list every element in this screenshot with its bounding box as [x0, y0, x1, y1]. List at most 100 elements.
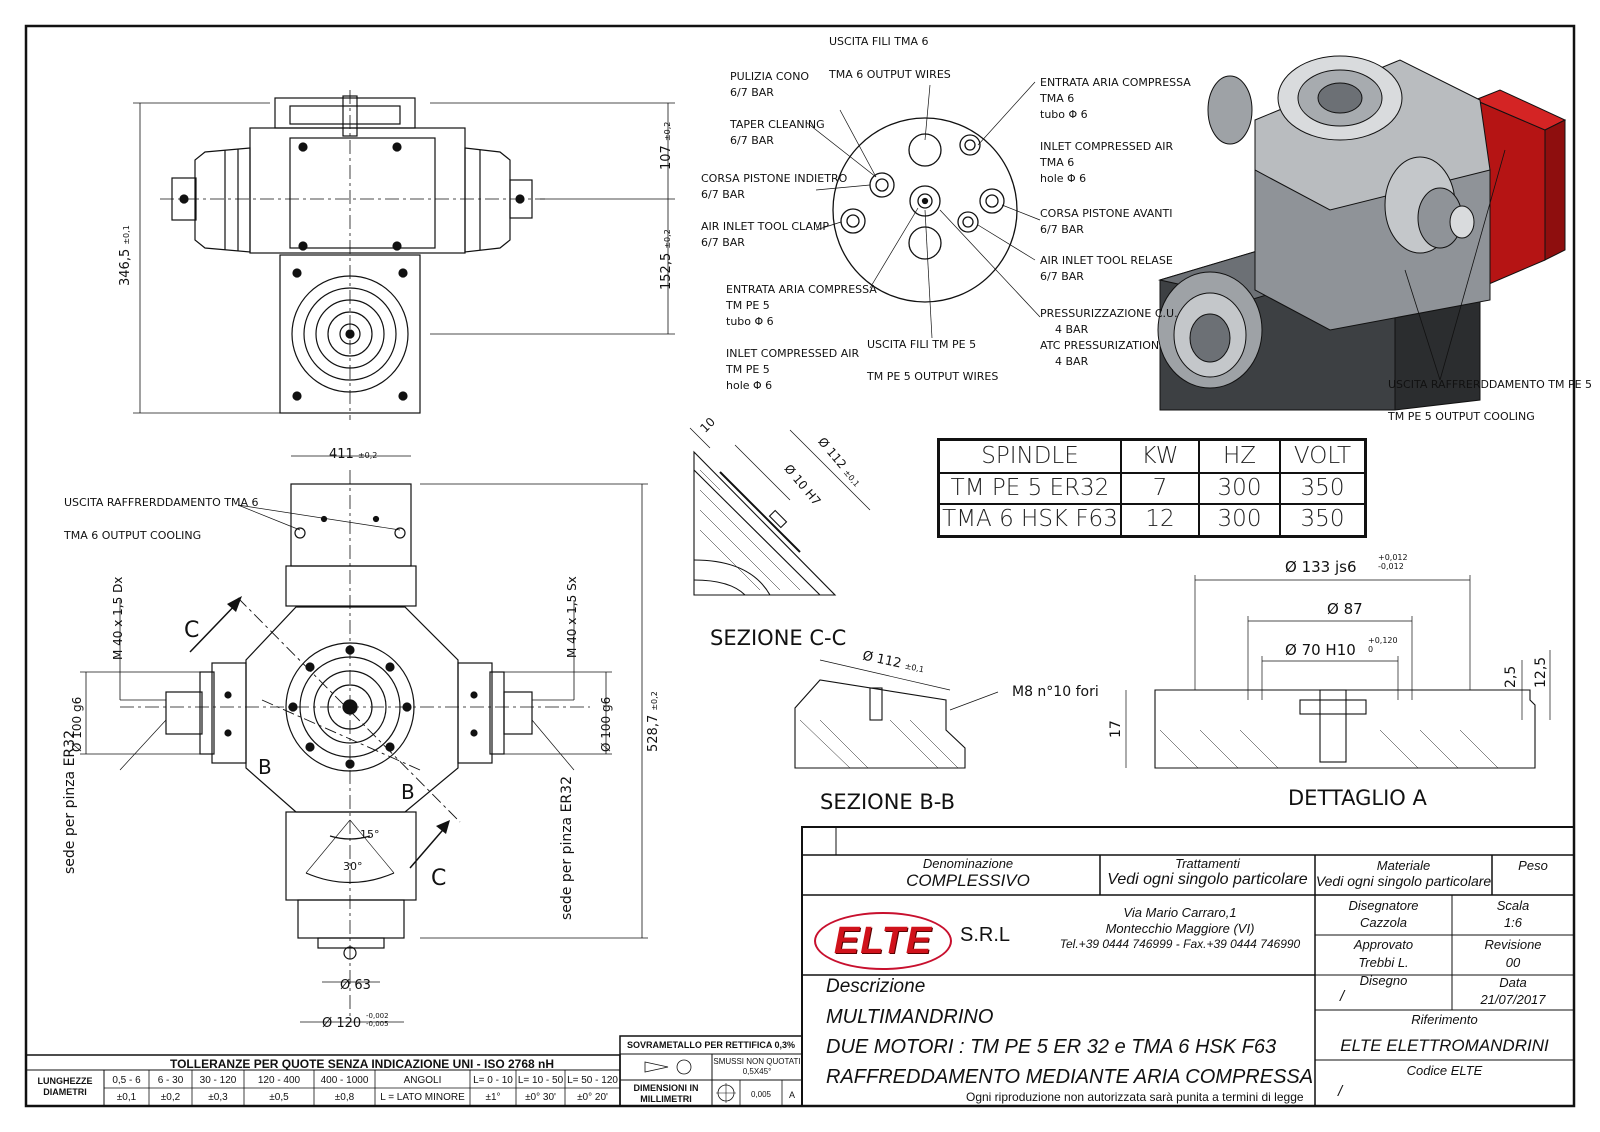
label-uscita-raffr-tmpe5: USCITA RAFFRERDDAMENTO TM PE 5 — [1388, 378, 1593, 391]
section-letter-c-top: C — [184, 618, 200, 643]
label-inlet-air-tmpe5: INLET COMPRESSED AIR — [726, 347, 860, 360]
spindle-table-cell: 350 — [1300, 506, 1345, 532]
trattamenti-label: Trattamenti — [1175, 856, 1240, 871]
label-entrata-aria-tmpe5-l2: TM PE 5 — [726, 299, 770, 312]
riferimento-value: ELTE ELETTROMANDRINI — [1340, 1036, 1549, 1055]
section-letter-b-right: B — [401, 780, 415, 804]
spindle-table-header-hz: HZ — [1222, 443, 1257, 469]
section-cc-view — [689, 427, 871, 596]
label-tma6-output-cooling: TMA 6 OUTPUT COOLING — [64, 529, 202, 542]
isometric-render — [1157, 55, 1567, 411]
data-value: 21/07/2017 — [1480, 992, 1546, 1007]
title-dettaglio-a: DETTAGLIO A — [1288, 786, 1427, 810]
label-corsa-pistone-avanti-bar: 6/7 BAR — [1040, 223, 1084, 236]
dim-d120: Ø 120 — [322, 1016, 361, 1031]
port-circle-view — [805, 81, 1041, 339]
codice-value: / — [1338, 1083, 1343, 1100]
label-air-inlet-tool-relase: AIR INLET TOOL RELASE — [1040, 254, 1173, 267]
label-uscita-raffr-tma6: USCITA RAFFRERDDAMENTO TMA 6 — [64, 496, 259, 509]
spindle-table: SPINDLE KW HZ VOLT TM PE 5 ER32 7 300 35… — [937, 438, 1367, 538]
dim-411-value: 411 — [329, 447, 354, 462]
spindle-table-cell: 300 — [1217, 506, 1262, 532]
reproduction-notice: Ogni riproduzione non autorizzata sarà p… — [966, 1090, 1304, 1104]
label-tmpe5-output-cooling: TM PE 5 OUTPUT COOLING — [1388, 410, 1535, 423]
address-line-1: Via Mario Carraro,1 — [1123, 905, 1237, 920]
address-line-3: Tel.+39 0444 746999 - Fax.+39 0444 74699… — [1059, 937, 1301, 951]
spindle-table-cell: TMA 6 HSK F63 — [942, 506, 1118, 532]
dim-d100-right: Ø 100 g6 — [599, 696, 613, 752]
label-air-inlet-tool-clamp-bar: 6/7 BAR — [701, 236, 745, 249]
tolerance-value: ±0° 20' — [577, 1092, 608, 1103]
dim-a-d133: Ø 133 js6 — [1285, 558, 1357, 576]
dim-d120-tol-dn: -0,005 — [366, 1020, 389, 1028]
section-bb-view — [794, 659, 999, 769]
dim-346-tol: ±0,1 — [122, 225, 131, 245]
tolerance-title: TOLLERANZE PER QUOTE SENZA INDICAZIONE U… — [169, 1057, 555, 1071]
smussi-label: SMUSSI NON QUOTATI 0,5X45° — [713, 1057, 801, 1076]
spindle-table-cell: 350 — [1300, 475, 1345, 501]
label-entrata-aria-tma6-l2: TMA 6 — [1040, 92, 1075, 105]
label-inlet-air-tma6-l3: hole Φ 6 — [1040, 172, 1087, 185]
tolerance-value: ±0,2 — [160, 1092, 181, 1103]
tolerance-value: ±0,1 — [116, 1092, 137, 1103]
denominazione-label: Denominazione — [922, 856, 1014, 871]
riferimento-label: Riferimento — [1411, 1012, 1478, 1027]
label-corsa-pistone-indietro: CORSA PISTONE INDIETRO — [701, 172, 848, 185]
dim-a-25: 2,5 — [1503, 665, 1519, 688]
data-label: Data — [1499, 975, 1527, 990]
elte-logo: ELTE — [814, 912, 952, 970]
label-sede-pinza-right: sede per pinza ER32 — [559, 776, 575, 920]
label-entrata-aria-tma6-l3: tubo Φ 6 — [1040, 108, 1088, 121]
dim-m40sx: M 40 x 1,5 Sx — [565, 576, 579, 658]
dim-bb-d112-tol: ±0,1 — [903, 661, 925, 675]
description-line-3: RAFFREDDAMENTO MEDIANTE ARIA COMPRESSA — [826, 1066, 1314, 1088]
label-atc-pressurization-bar: 4 BAR — [1055, 355, 1089, 368]
dim-cc-d112: Ø 112 ±0,1 — [815, 435, 864, 490]
tolerance-value: ±0° 30' — [525, 1092, 556, 1103]
dim-107-tol: ±0,2 — [663, 121, 672, 142]
dim-a-d70-tol-up: +0,120 — [1368, 636, 1398, 645]
label-entrata-aria-tmpe5: ENTRATA ARIA COMPRESSA — [726, 283, 877, 296]
dim-a-d133-value: Ø 133 js6 — [1285, 558, 1357, 576]
label-corsa-pistone-avanti: CORSA PISTONE AVANTI — [1040, 207, 1173, 220]
dim-a-125: 12,5 — [1533, 656, 1549, 688]
elte-logo-text: ELTE — [833, 919, 933, 962]
dim-cc-d112-value: Ø 112 — [815, 434, 850, 472]
scala-value: 1:6 — [1503, 915, 1523, 930]
label-corsa-pistone-indietro-bar: 6/7 BAR — [701, 188, 745, 201]
scala-label: Scala — [1496, 898, 1530, 913]
trattamenti-value: Vedi ogni singolo particolare — [1107, 871, 1308, 888]
spindle-table-cell: TM PE 5 ER32 — [950, 475, 1110, 501]
section-letter-b-left: B — [258, 755, 272, 779]
detail-a-view — [1125, 575, 1551, 769]
dim-cc-10: 10 — [697, 414, 718, 436]
dim-a-d70-tol-dn: 0 — [1368, 645, 1374, 654]
srl-label: S.R.L — [960, 924, 1011, 946]
dim-107: 107 ±0,2 — [659, 122, 674, 170]
tolerance-range: 400 - 1000 — [320, 1075, 369, 1086]
dim-346-value: 346,5 — [118, 248, 133, 286]
datum-a: A — [788, 1090, 795, 1100]
title-sezione-bb: SEZIONE B-B — [820, 790, 956, 814]
dim-a-d70-value: Ø 70 H10 — [1285, 641, 1356, 659]
tolerance-range: L= 10 - 50 — [517, 1075, 564, 1086]
title-sezione-cc: SEZIONE C-C — [710, 626, 847, 650]
tolerance-range: L= 50 - 120 — [567, 1075, 618, 1086]
dim-d120-value: Ø 120 — [322, 1016, 362, 1031]
materiale-label: Materiale — [1376, 858, 1431, 873]
dim-152: 152,5 ±0,2 — [659, 229, 674, 290]
arrow-heads — [227, 596, 450, 834]
label-taper-cleaning: TAPER CLEANING — [730, 118, 825, 131]
label-pressurizzazione-bar: 4 BAR — [1055, 323, 1089, 336]
title-block-grid — [25, 826, 1575, 1107]
tolerance-range: 120 - 400 — [257, 1075, 301, 1086]
label-atc-pressurization: ATC PRESSURIZATION — [1040, 339, 1160, 352]
dim-152-value: 152,5 — [659, 252, 674, 290]
dim-a-d133-tol: +0,012-0,012 — [1378, 553, 1408, 571]
sovrametallo-label: SOVRAMETALLO PER RETTIFICA 0,3% — [626, 1040, 795, 1050]
label-tmpe5-output-wires: TM PE 5 OUTPUT WIRES — [867, 370, 999, 383]
approvato-label: Approvato — [1353, 937, 1414, 952]
